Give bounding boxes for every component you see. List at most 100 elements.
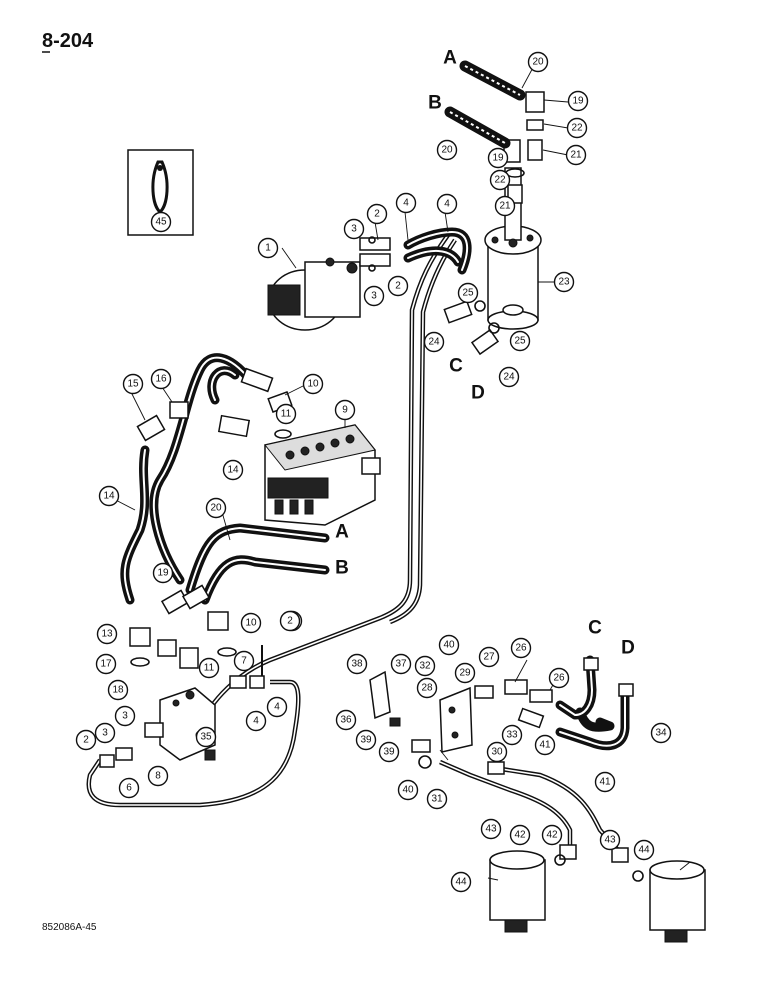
callout-number: 3 [371,291,377,302]
callout-number: 26 [553,673,565,684]
part-callout: 20 [205,497,227,519]
part-callout: 44 [450,871,472,893]
part-callout: 11 [198,657,220,679]
part-callout: 42 [541,824,563,846]
callout-number: 4 [274,702,280,713]
callout-circle [395,192,417,214]
callout-number: 17 [100,659,112,670]
part-callout: 41 [594,771,616,793]
swivel-assembly [443,60,545,356]
callout-number: 30 [491,747,503,758]
callout-number: 45 [155,217,167,228]
part-callout: 13 [96,623,118,645]
callout-circle [436,139,458,161]
callout-circle [346,653,368,675]
part-callout: 16 [150,368,172,390]
part-callout: 30 [486,741,508,763]
part-callout: 14 [98,485,120,507]
part-callout: 15 [122,373,144,395]
callout-number: 25 [514,336,526,347]
callout-circle [509,330,531,352]
callout-number: 21 [499,201,511,212]
callout-circle [480,818,502,840]
part-callout: 2 [387,275,409,297]
callout-number: 41 [539,740,551,751]
long-tube-lines [86,233,457,808]
part-callout: 45 [150,211,172,233]
callout-number: 3 [102,728,108,739]
callout-circle [567,90,589,112]
callout-circle [334,399,356,421]
callout-number: 36 [340,715,352,726]
part-callout: 34 [650,722,672,744]
callout-circle [387,275,409,297]
callout-circle [363,285,385,307]
callout-circle [205,497,227,519]
callout-number: 26 [515,643,527,654]
callout-number: 10 [307,379,319,390]
part-callout: 27 [478,646,500,668]
part-callout: 3 [363,285,385,307]
part-callout: 17 [95,653,117,675]
callout-number: 20 [441,145,453,156]
callout-number: 7 [241,656,247,667]
callout-number: 40 [443,640,455,651]
callout-circle [195,726,217,748]
callout-circle [98,485,120,507]
letter-label: A [335,522,349,543]
lower-valve [99,584,265,768]
part-callout: 41 [534,734,556,756]
part-callout: 25 [509,330,531,352]
part-callout: 38 [346,653,368,675]
callout-circle [541,824,563,846]
callout-number: 2 [287,616,293,627]
callout-number: 16 [155,374,167,385]
callout-number: 3 [122,711,128,722]
callout-number: 2 [395,281,401,292]
part-callout: 20 [527,51,549,73]
callout-circle [498,366,520,388]
part-callout: 39 [355,729,377,751]
callout-circle [450,871,472,893]
callout-number: 9 [342,405,348,416]
letter-label: B [428,93,442,114]
callout-number: 33 [506,730,518,741]
part-callout: 3 [343,218,365,240]
callout-circle [95,653,117,675]
part-callout: 21 [565,144,587,166]
callout-number: 6 [126,783,132,794]
part-callout: 25 [457,282,479,304]
part-callout: 40 [438,634,460,656]
part-callout: 3 [94,722,116,744]
callout-number: 39 [383,747,395,758]
part-callout: 37 [390,653,412,675]
callout-number: 15 [127,379,139,390]
callout-circle [527,51,549,73]
callout-number: 38 [351,659,363,670]
callout-number: 35 [200,732,212,743]
callout-number: 29 [459,668,471,679]
callout-number: 31 [431,794,443,805]
callout-number: 19 [492,153,504,164]
part-callout: 20 [436,139,458,161]
callout-circle [633,839,655,861]
callout-circle [222,459,244,481]
part-callout: 36 [335,709,357,731]
part-callout: 19 [152,562,174,584]
callout-circle [414,655,436,677]
part-callout: 22 [566,117,588,139]
callout-circle [565,144,587,166]
callout-circle [118,777,140,799]
callout-number: 22 [494,175,506,186]
callout-number: 23 [558,277,570,288]
callout-circle [279,610,301,632]
callout-circle [240,612,262,634]
motor-hoses [403,227,472,275]
callout-number: 25 [462,288,474,299]
letter-label: C [588,618,602,639]
part-callout: 4 [266,696,288,718]
connection-letters: A B A B C D C D [335,48,635,659]
callout-circle [122,373,144,395]
callout-circle [150,368,172,390]
